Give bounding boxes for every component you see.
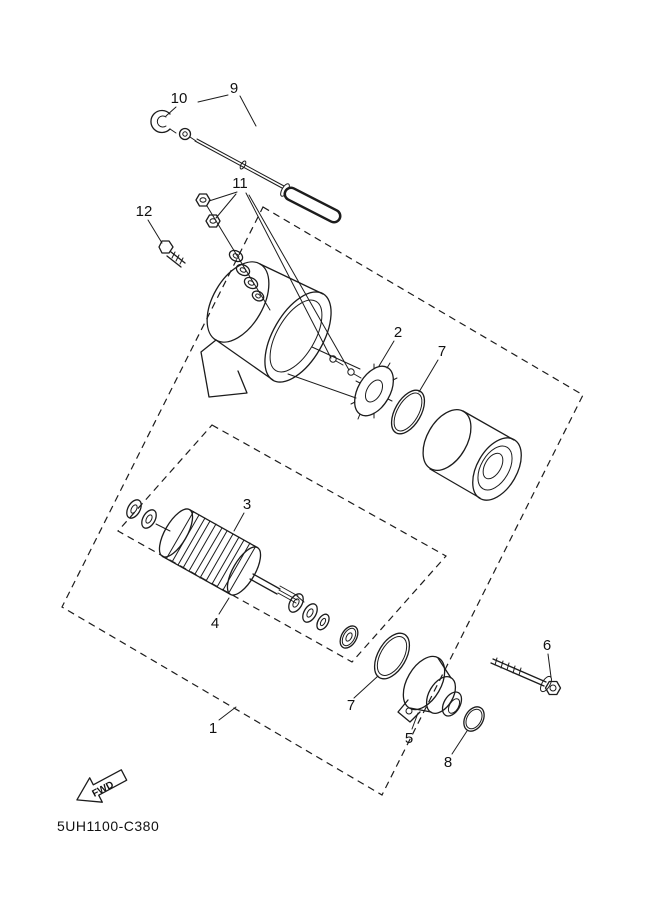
callout-7-upper: 7 (418, 343, 446, 393)
wire-hook (150, 109, 177, 134)
callout-10: 10 (165, 90, 188, 117)
inner-dashed-boundary (117, 424, 447, 663)
ring-terminal (178, 127, 197, 142)
callout-1-label: 1 (209, 720, 217, 737)
callout-5: 5 (405, 712, 419, 747)
callout-6: 6 (543, 637, 552, 678)
callout-1: 1 (209, 706, 237, 737)
front-bracket (397, 655, 463, 723)
fwd-arrow-label: FWD (91, 779, 116, 799)
mount-bolt-small (158, 240, 186, 268)
wire-boot (283, 186, 342, 224)
brush-plate (350, 362, 398, 420)
motor-yoke (200, 261, 361, 399)
callout-7-upper-label: 7 (438, 343, 446, 360)
thrust-washers (288, 593, 359, 649)
callout-7-lower: 7 (347, 675, 379, 714)
callout-4: 4 (211, 597, 230, 632)
callout-9: 9 (197, 80, 257, 127)
callout-11: 11 (208, 175, 350, 371)
callout-7-lower-label: 7 (347, 697, 355, 714)
callout-3: 3 (233, 496, 251, 532)
callout-12-label: 12 (136, 203, 153, 220)
callout-8-label: 8 (444, 754, 452, 771)
callout-12: 12 (136, 203, 163, 244)
callout-5-label: 5 (405, 730, 413, 747)
brush-plate-screws (329, 355, 362, 379)
callout-8: 8 (444, 730, 468, 771)
armature (126, 499, 305, 604)
o-ring-small (463, 706, 485, 732)
o-ring-lower (373, 632, 411, 680)
yoke-mount-foot (200, 339, 248, 398)
callout-6-label: 6 (543, 637, 551, 654)
through-bolt (490, 657, 562, 696)
callout-10-label: 10 (171, 90, 188, 107)
callout-2-label: 2 (394, 324, 402, 341)
rear-end-cap (422, 409, 522, 501)
callout-3-label: 3 (243, 496, 251, 513)
fwd-arrow: FWD (76, 769, 128, 803)
o-ring-upper (390, 389, 426, 435)
washer-stack (228, 249, 265, 302)
bracket-mount-tab (397, 699, 421, 723)
callout-4-label: 4 (211, 615, 219, 632)
armature-laminations (166, 511, 256, 594)
callout-2: 2 (378, 324, 402, 367)
lead-wire-assembly (150, 109, 342, 224)
callout-11-label: 11 (232, 175, 248, 192)
callout-9-label: 9 (230, 80, 238, 97)
callouts: 9 10 11 12 2 7 3 4 (136, 80, 552, 771)
armature-shaft (249, 573, 305, 604)
outer-dashed-boundary (61, 206, 584, 796)
diagram-part-code: 5UH1100-C380 (57, 818, 159, 834)
fwd-arrow-shape (76, 769, 128, 803)
